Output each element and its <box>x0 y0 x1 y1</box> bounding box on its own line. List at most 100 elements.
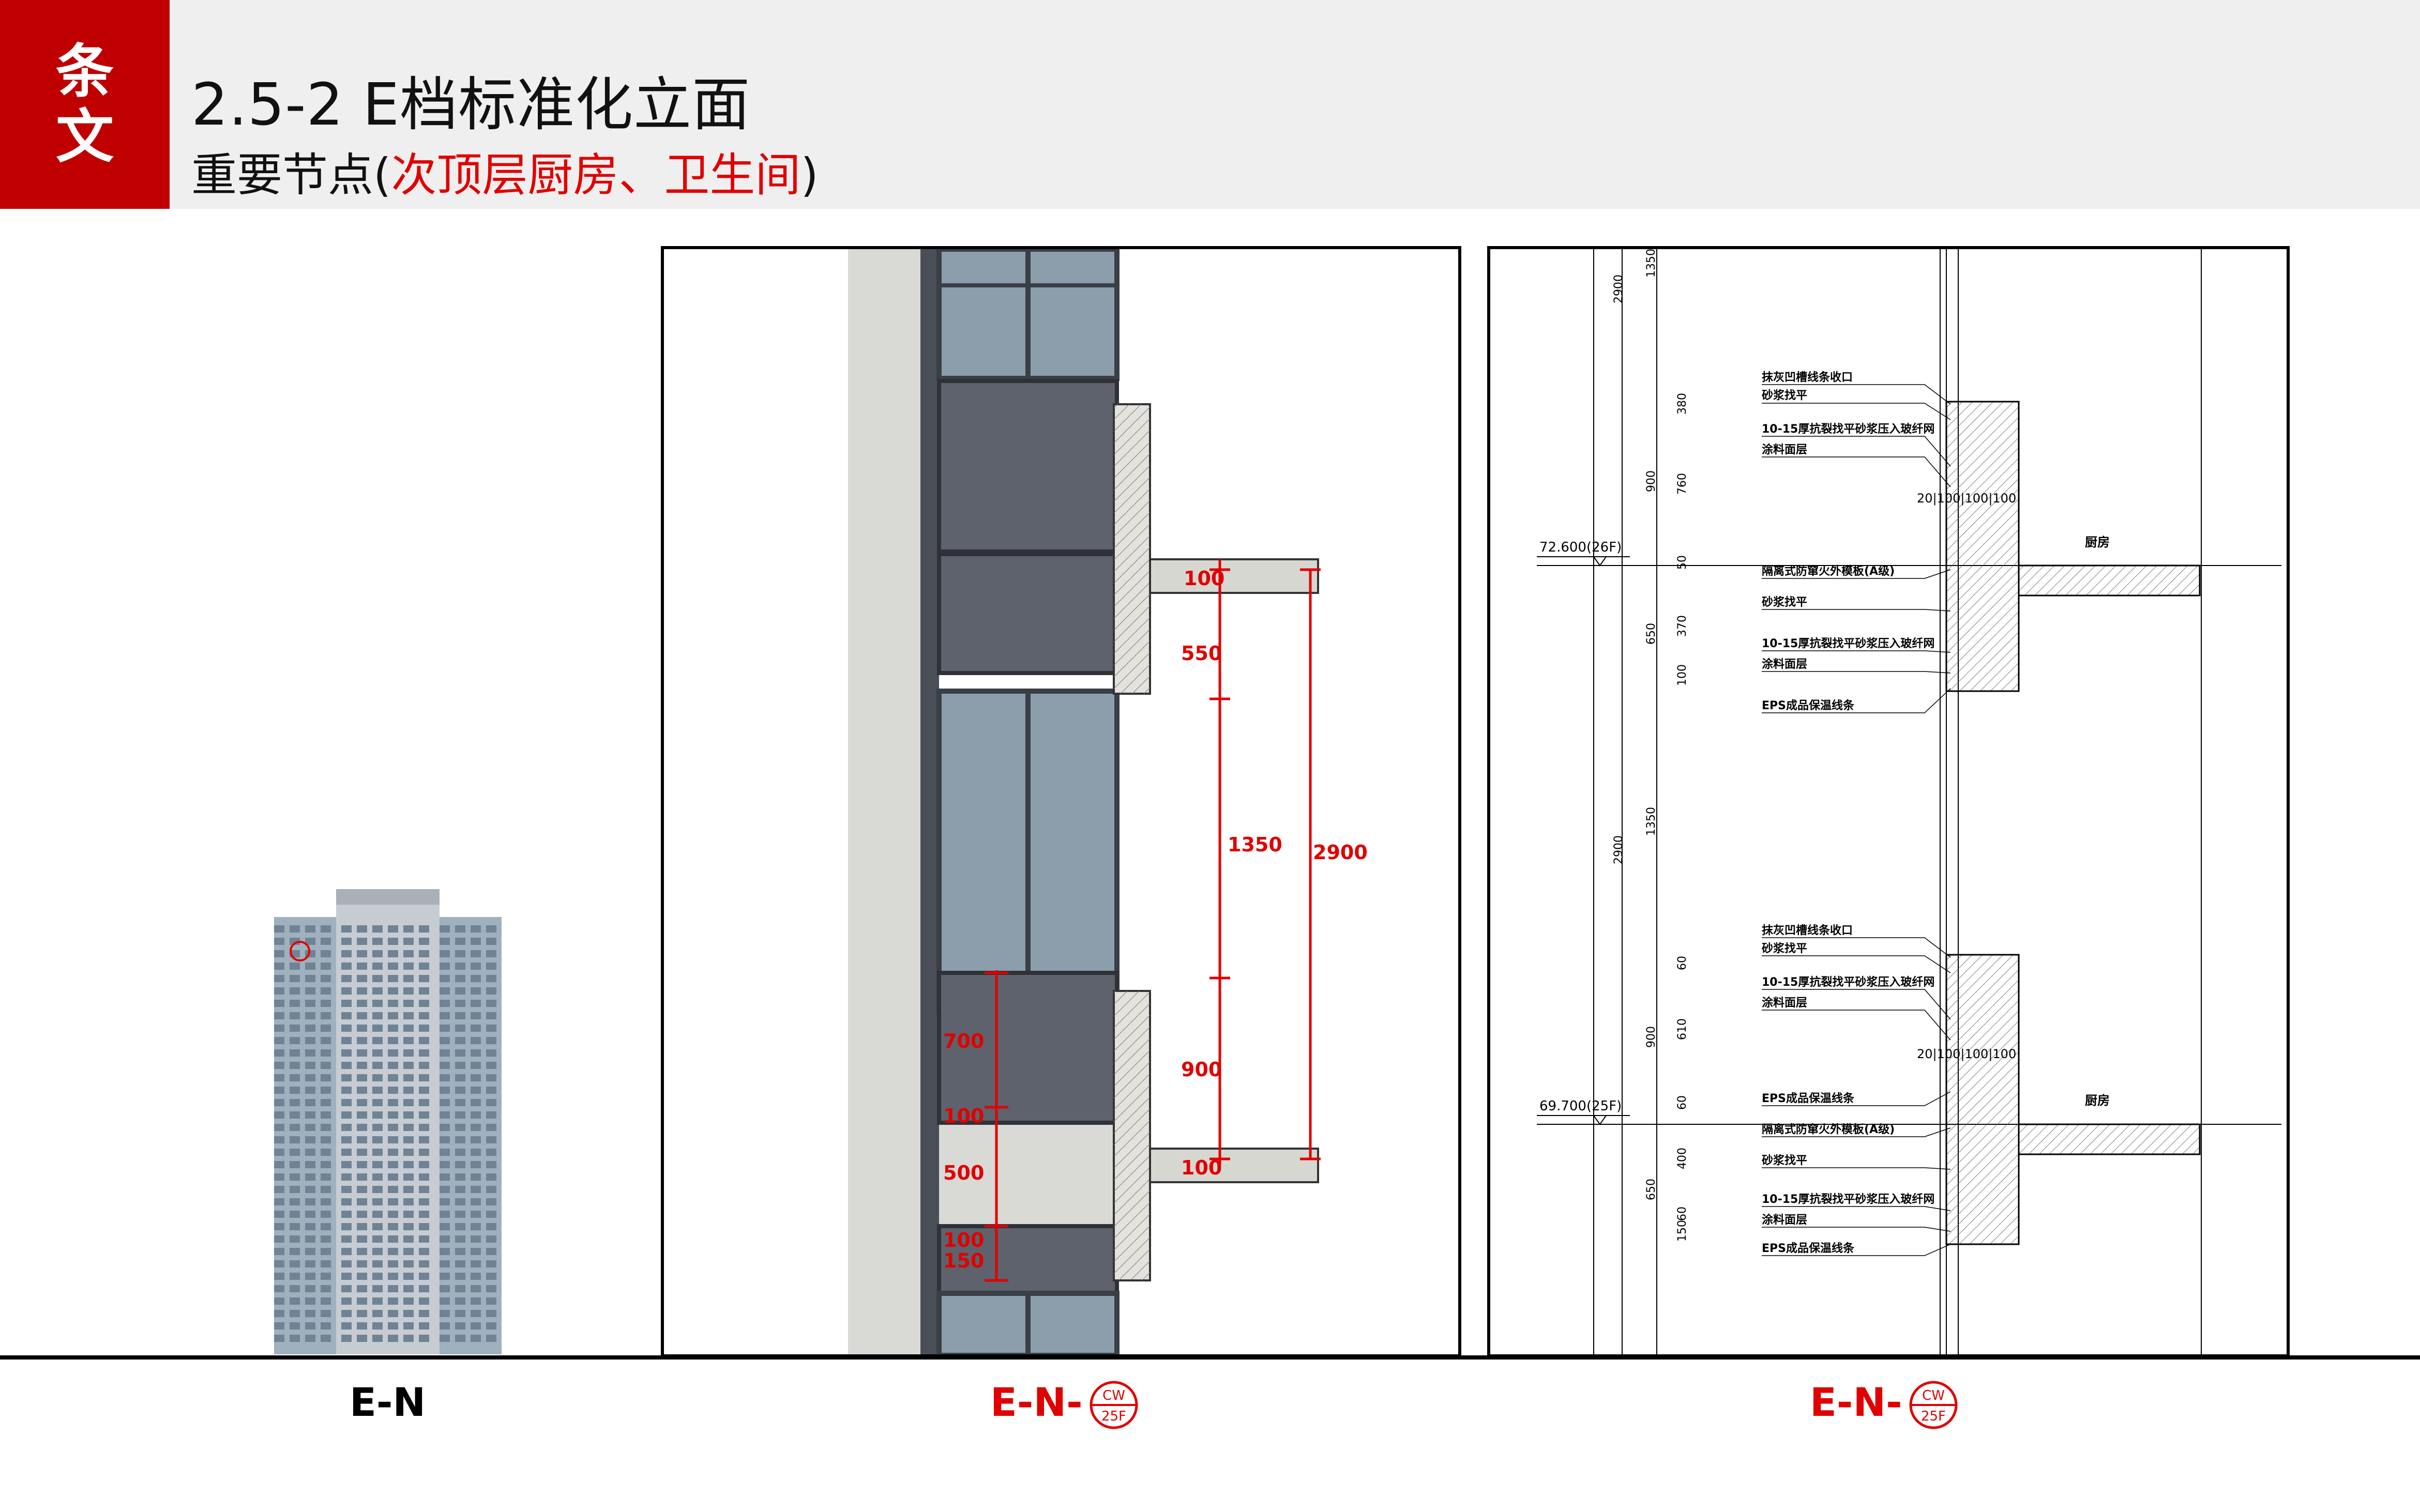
building-window <box>419 1273 429 1280</box>
building-window <box>455 1111 465 1119</box>
building-window <box>290 1000 300 1007</box>
building-window <box>372 1037 383 1044</box>
spandrel-panel-upper <box>937 379 1119 554</box>
building-window <box>486 1161 496 1168</box>
building-window <box>486 938 496 945</box>
building-window <box>440 1149 450 1156</box>
floor-slab-upper <box>1149 558 1319 594</box>
building-window <box>274 1062 284 1069</box>
building-window <box>388 1173 398 1181</box>
building-window <box>486 1260 496 1267</box>
building-window <box>357 1260 367 1267</box>
building-window <box>419 975 429 982</box>
building-window <box>341 1124 352 1131</box>
building-window <box>372 1186 383 1193</box>
building-window <box>357 987 367 995</box>
building-window <box>388 1161 398 1168</box>
building-window <box>290 1248 300 1255</box>
building-window <box>455 1310 465 1317</box>
building-window <box>372 1211 383 1218</box>
building-window <box>440 1297 450 1305</box>
building-window <box>290 1062 300 1069</box>
building-window <box>486 1062 496 1069</box>
building-window <box>290 1136 300 1143</box>
building-window <box>321 1074 331 1081</box>
building-window <box>305 1124 315 1131</box>
building-window <box>341 1211 352 1218</box>
building-window <box>290 1297 300 1305</box>
building-window <box>486 1273 496 1280</box>
building-window <box>290 1149 300 1156</box>
note-l-a-3: 涂料面层 <box>1762 996 1807 1010</box>
building-window <box>372 950 383 957</box>
note-u-b-4: EPS成品保温线条 <box>1762 699 1855 712</box>
building-window <box>372 1136 383 1143</box>
dimension-lines <box>985 559 1321 1282</box>
building-window <box>305 1037 315 1044</box>
building-window <box>357 1173 367 1181</box>
building-window <box>321 1062 331 1069</box>
building-window <box>290 1322 300 1330</box>
building-window <box>471 1173 481 1181</box>
building-window <box>419 1124 429 1131</box>
dim-150: 150 <box>943 1249 984 1272</box>
subtitle-suffix: ) <box>800 148 819 202</box>
dim-100-mid: 100 <box>943 1105 984 1127</box>
building-window <box>440 1335 450 1342</box>
building-window <box>403 1310 414 1317</box>
building-window <box>305 1025 315 1032</box>
frame-mullion <box>920 249 939 1354</box>
building-window <box>486 1211 496 1218</box>
building-window <box>305 1248 315 1255</box>
building-window <box>305 1260 315 1267</box>
building-window <box>305 1111 315 1119</box>
building-window <box>486 1025 496 1032</box>
building-window <box>403 1297 414 1305</box>
building-window <box>486 1124 496 1131</box>
building-window <box>419 1049 429 1057</box>
building-window <box>321 1037 331 1044</box>
note-u-a-2: 10-15厚抗裂找平砂浆压入玻纤网 <box>1762 422 1934 436</box>
building-window <box>341 1161 352 1168</box>
building-window <box>321 1049 331 1057</box>
building-window <box>274 925 284 933</box>
building-window <box>321 963 331 970</box>
building-window <box>486 925 496 933</box>
building-window <box>341 1248 352 1255</box>
building-window <box>486 1173 496 1181</box>
building-window <box>455 1012 465 1019</box>
building-window <box>471 975 481 982</box>
building-window <box>321 1223 331 1230</box>
building-window <box>455 1322 465 1330</box>
note-l-b-4: 涂料面层 <box>1762 1213 1807 1227</box>
dim-mid-2: 900 <box>1645 470 1658 492</box>
building-window <box>321 1087 331 1094</box>
building-window <box>486 1248 496 1255</box>
building-window <box>341 1149 352 1156</box>
building-window <box>341 1223 352 1230</box>
stamp-bottom: 25F <box>1101 1409 1126 1424</box>
building-window <box>321 1322 331 1330</box>
building-window <box>341 1111 352 1119</box>
building-window <box>486 1074 496 1081</box>
building-window <box>372 987 383 995</box>
building-window <box>455 1235 465 1243</box>
building-window <box>305 963 315 970</box>
building-window <box>388 1049 398 1057</box>
building-window <box>357 1149 367 1156</box>
building-window <box>471 1260 481 1267</box>
slab-section-upper <box>2018 564 2201 597</box>
building-window <box>357 1310 367 1317</box>
building-window <box>305 1173 315 1181</box>
building-window <box>455 925 465 933</box>
building-window <box>372 1273 383 1280</box>
building-window <box>290 1235 300 1243</box>
building-window <box>305 1235 315 1243</box>
stamp-top: CW <box>1102 1388 1125 1403</box>
building-window <box>471 1074 481 1081</box>
dim-inner-10: 60 <box>1676 1206 1689 1221</box>
note-l-a-0: 抹灰凹槽线条收口 <box>1762 924 1853 937</box>
building-window <box>388 1335 398 1342</box>
building-window <box>357 1136 367 1143</box>
